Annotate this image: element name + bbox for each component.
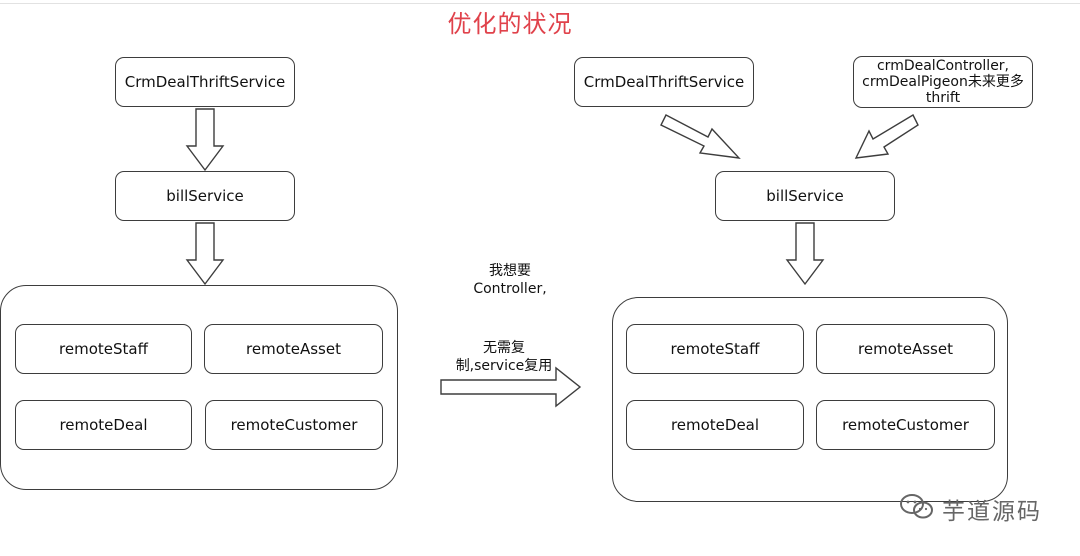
left-remote-customer-box: remoteCustomer (205, 400, 383, 450)
left-remote-customer-label: remoteCustomer (230, 415, 358, 434)
watermark-text: 芋道源码 (942, 499, 1042, 525)
right-other-callers-line-3: thrift (925, 90, 961, 106)
right-bill-service-box: billService (715, 171, 895, 221)
left-remote-container (0, 285, 398, 490)
transition-note-line-2: Controller, (473, 281, 547, 297)
left-bill-to-remote-arrow (185, 222, 225, 286)
left-bill-service-label: billService (166, 186, 244, 205)
right-remote-staff-label: remoteStaff (670, 339, 760, 358)
transition-note-line-1: 我想要 (489, 263, 531, 279)
transition-note-line-3: 无需复 (483, 340, 525, 356)
left-remote-staff-label: remoteStaff (59, 339, 148, 358)
transition-note-bottom: 无需复 制,service复用 (447, 339, 561, 375)
right-remote-customer-label: remoteCustomer (842, 415, 969, 434)
left-remote-staff-box: remoteStaff (15, 324, 192, 374)
right-remote-customer-box: remoteCustomer (816, 400, 995, 450)
right-crm-deal-thrift-service-label: CrmDealThriftService (583, 72, 745, 91)
top-divider (0, 3, 1080, 4)
transition-arrow (440, 366, 582, 408)
right-other-callers-line-2: crmDealPigeon未来更多 (862, 74, 1024, 90)
left-crm-deal-thrift-service-label: CrmDealThriftService (124, 72, 286, 91)
right-callers-to-bill-arrow (854, 114, 919, 159)
left-thrift-to-bill-arrow (185, 108, 225, 172)
right-crm-deal-thrift-service-box: CrmDealThriftService (574, 57, 754, 107)
page-title: 优化的状况 (447, 10, 573, 38)
right-remote-asset-label: remoteAsset (858, 339, 953, 358)
left-bill-service-box: billService (115, 171, 295, 221)
right-other-callers-line-1: crmDealController, (876, 58, 1010, 74)
transition-note-line-4: 制,service复用 (455, 358, 553, 374)
right-thrift-to-bill-arrow (660, 114, 741, 159)
right-other-callers-box: crmDealController, crmDealPigeon未来更多 thr… (853, 56, 1033, 108)
transition-note-top: 我想要 Controller, (460, 262, 560, 298)
left-remote-asset-box: remoteAsset (204, 324, 383, 374)
right-remote-deal-label: remoteDeal (670, 415, 760, 434)
left-remote-deal-box: remoteDeal (15, 400, 192, 450)
left-crm-deal-thrift-service-box: CrmDealThriftService (115, 57, 295, 107)
right-bill-to-remote-arrow (785, 222, 825, 286)
right-remote-deal-box: remoteDeal (626, 400, 804, 450)
right-remote-asset-box: remoteAsset (816, 324, 995, 374)
wechat-icon (898, 492, 936, 526)
watermark: 芋道源码 (898, 492, 1042, 526)
left-remote-asset-label: remoteAsset (246, 339, 341, 358)
right-remote-staff-box: remoteStaff (626, 324, 804, 374)
left-remote-deal-label: remoteDeal (59, 415, 148, 434)
right-bill-service-label: billService (766, 186, 844, 205)
